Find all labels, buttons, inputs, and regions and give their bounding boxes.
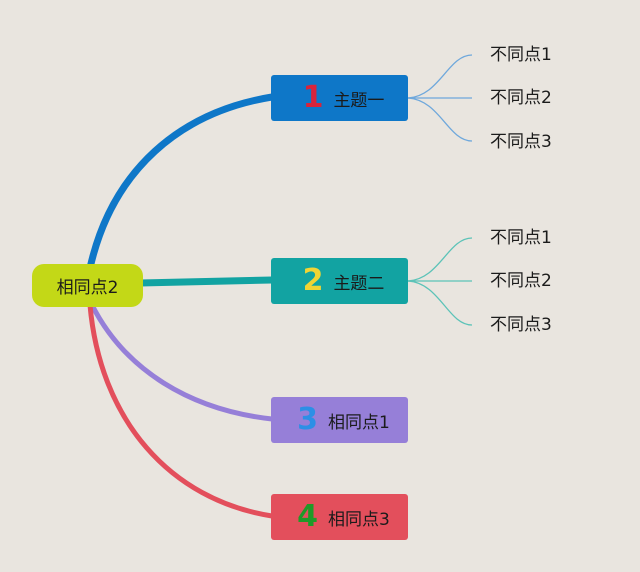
topic-label-4: 相同点3 (328, 509, 390, 530)
branch-line-1 (86, 93, 276, 272)
leaf-2-2[interactable]: 不同点2 (490, 271, 552, 291)
root-node[interactable]: 相同点2 (32, 264, 143, 307)
topic-number-2: 2 (302, 263, 324, 298)
leaf-line-2-3 (407, 280, 473, 326)
topic-number-1: 1 (302, 80, 324, 115)
leaf-line-2-1 (407, 237, 473, 282)
topic-number-3: 3 (297, 402, 319, 437)
topic-label-2: 主题二 (333, 273, 385, 294)
branch-line-2 (136, 276, 276, 287)
topic-label-3: 相同点1 (328, 412, 390, 433)
branch-line-3 (89, 302, 275, 422)
leaf-1-3[interactable]: 不同点3 (490, 132, 552, 152)
leaf-line-1-3 (407, 97, 473, 142)
topic-node-3[interactable]: 3 相同点1 (271, 397, 408, 443)
topic-node-2[interactable]: 2 主题二 (271, 258, 408, 304)
leaf-2-1[interactable]: 不同点1 (490, 228, 552, 248)
topic-node-1[interactable]: 1 主题一 (271, 75, 408, 121)
topic-number-4: 4 (297, 499, 319, 534)
topic-label-1: 主题一 (333, 90, 385, 111)
leaf-1-1[interactable]: 不同点1 (490, 45, 552, 65)
root-label: 相同点2 (56, 278, 119, 298)
topic-node-4[interactable]: 4 相同点3 (271, 494, 408, 540)
branch-line-4 (87, 302, 275, 519)
leaf-line-1-1 (407, 54, 473, 99)
leaf-2-3[interactable]: 不同点3 (490, 315, 552, 335)
leaf-1-2[interactable]: 不同点2 (490, 88, 552, 108)
